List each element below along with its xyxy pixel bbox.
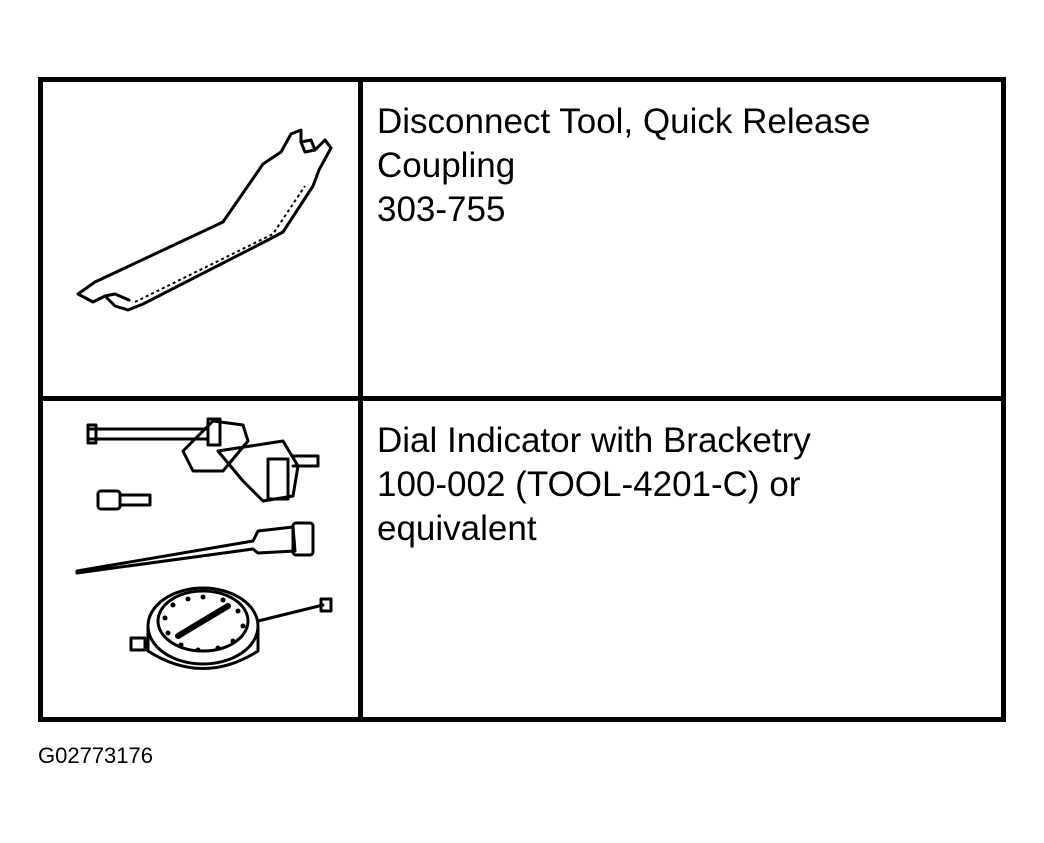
tool-number: 100-002 (TOOL-4201-C) or	[377, 465, 801, 504]
tool-name-cont: Coupling	[377, 146, 516, 185]
tool-row: Disconnect Tool, Quick Release Coupling …	[43, 82, 1001, 401]
tool-row: Dial Indicator with Bracketry 100-002 (T…	[43, 401, 1001, 717]
tool-note: equivalent	[377, 509, 537, 548]
tool-illustration-cell	[43, 401, 363, 717]
tool-name: Disconnect Tool, Quick Release	[377, 102, 871, 141]
tool-description: Disconnect Tool, Quick Release Coupling …	[377, 100, 991, 232]
tool-number: 303-755	[377, 190, 506, 229]
tool-description: Dial Indicator with Bracketry 100-002 (T…	[377, 419, 991, 551]
disconnect-tool-illustration	[76, 128, 333, 312]
tool-table: Disconnect Tool, Quick Release Coupling …	[38, 77, 1006, 722]
dial-indicator-illustration	[75, 417, 333, 670]
tool-illustration-cell	[43, 82, 363, 396]
tool-name: Dial Indicator with Bracketry	[377, 421, 811, 460]
figure-id: G02773176	[38, 743, 153, 768]
